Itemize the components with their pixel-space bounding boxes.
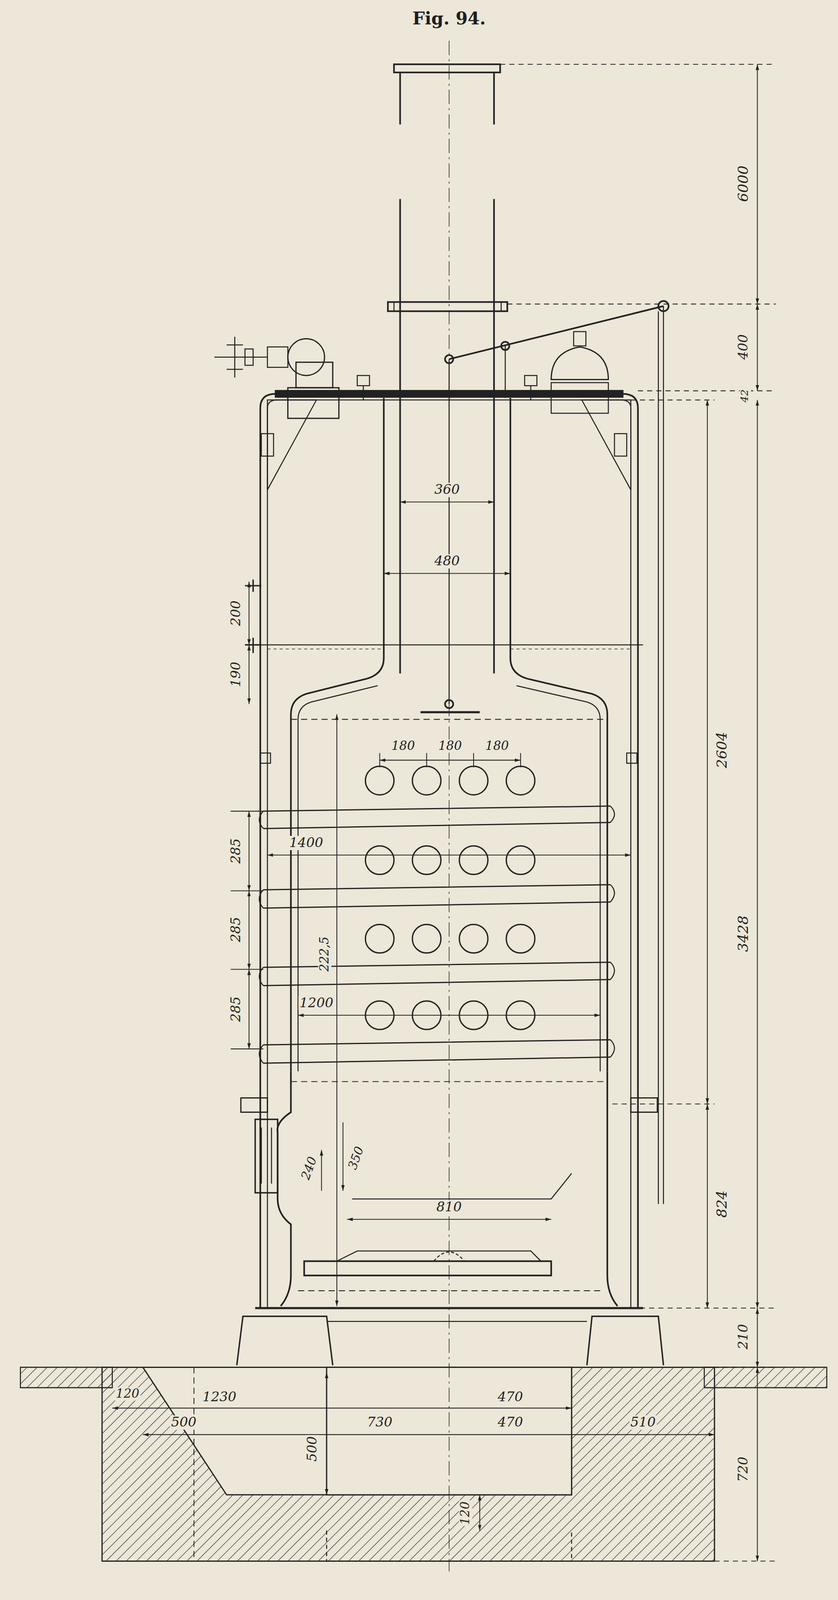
dimension-label: 470	[496, 1390, 525, 1405]
dimension-lines	[112, 64, 776, 1562]
dimension-label: 810	[435, 1200, 463, 1215]
dimension-label: 510	[629, 1415, 657, 1430]
dimension-label: 285	[229, 995, 243, 1024]
dimension-label: 470	[496, 1415, 525, 1430]
dimension-label: 500	[169, 1415, 198, 1430]
dimension-label: 120	[458, 1501, 472, 1527]
foundation	[20, 1367, 827, 1562]
dimension-label: 1200	[298, 996, 335, 1011]
dimension-label: 180	[484, 739, 510, 753]
dimension-label: 480	[433, 554, 461, 569]
dimension-label: 350	[345, 1144, 367, 1173]
dimension-label: 222,5	[318, 935, 332, 973]
dimension-label: 1230	[201, 1390, 238, 1405]
dimension-label: 6000	[735, 164, 751, 204]
dimension-label: 210	[735, 1323, 750, 1352]
dimension-label: 180	[437, 739, 463, 753]
dimension-label: 285	[229, 837, 243, 866]
dimension-label: 240	[298, 1154, 320, 1183]
dimension-label: 120	[114, 1387, 141, 1401]
dimension-label: 200	[229, 599, 243, 628]
dimension-label: 400	[735, 333, 750, 361]
dimension-label: 500	[305, 1435, 320, 1464]
dimension-label: 824	[714, 1189, 730, 1220]
dimension-label: 285	[229, 916, 243, 944]
dimension-label: 42	[739, 388, 751, 404]
dimension-label: 3428	[735, 914, 751, 954]
dimension-label: 180	[390, 739, 416, 753]
dimension-label: 2604	[714, 731, 730, 770]
figure-title: Fig. 94.	[412, 7, 486, 29]
dimension-label: 1400	[288, 836, 325, 850]
dimension-label: 360	[433, 482, 461, 497]
dimension-label: 730	[366, 1415, 394, 1430]
dimension-label: 190	[229, 660, 243, 689]
boiler-body	[214, 64, 669, 1366]
dimension-label: 720	[735, 1456, 750, 1484]
